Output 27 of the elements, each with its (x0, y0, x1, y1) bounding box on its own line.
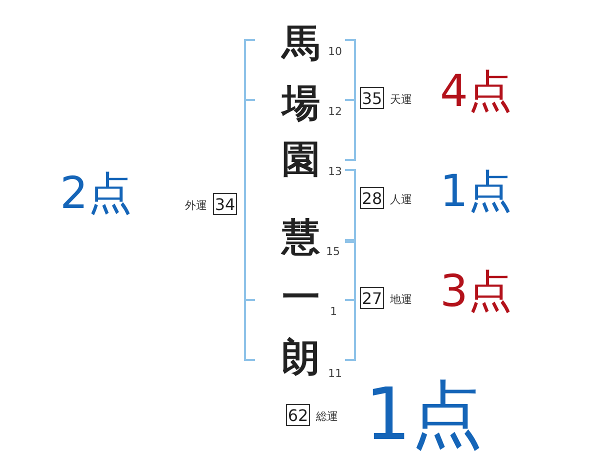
stroke-count: 10 (328, 46, 342, 57)
name-character: 慧 (282, 218, 320, 256)
number-box: 27 (360, 287, 384, 309)
number-box: 34 (213, 193, 237, 215)
name-character: 馬 (282, 24, 320, 62)
score-text: 4点 (440, 70, 512, 114)
number-box: 35 (360, 87, 384, 109)
number-box: 28 (360, 187, 384, 209)
stroke-count: 13 (328, 166, 342, 177)
name-character: 朗 (282, 338, 320, 376)
score-text: 2点 (60, 172, 132, 216)
score-text: 1点 (440, 170, 512, 214)
name-character: 園 (282, 140, 320, 178)
stroke-count: 12 (328, 106, 342, 117)
name-character: 場 (282, 84, 320, 122)
fortune-label: 人運 (390, 194, 412, 205)
fortune-label: 地運 (390, 294, 412, 305)
score-text: 1点 (365, 378, 483, 450)
name-character: 一 (282, 278, 320, 316)
fortune-label: 天運 (390, 94, 412, 105)
stroke-count: 11 (328, 368, 342, 379)
fortune-label: 外運 (185, 200, 207, 211)
stroke-count: 15 (326, 246, 340, 257)
fortune-label: 総運 (316, 411, 338, 422)
stroke-count: 1 (330, 306, 337, 317)
number-box: 62 (286, 404, 310, 426)
score-text: 3点 (440, 270, 512, 314)
